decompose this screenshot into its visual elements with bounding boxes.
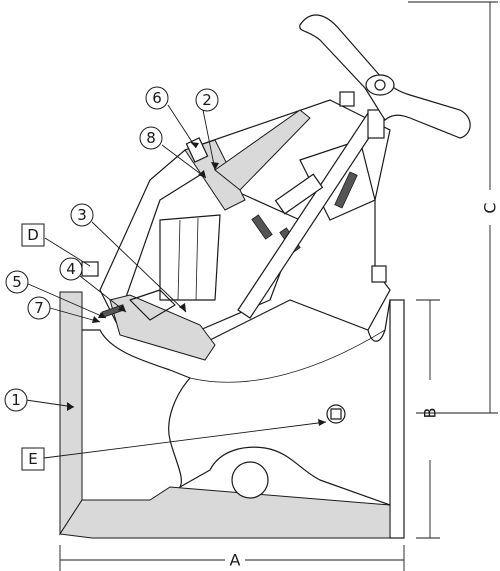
callout-8-label: 8 <box>146 129 156 147</box>
callout-1-label: 1 <box>11 391 21 409</box>
arrow-3 <box>179 303 186 312</box>
bolt-upper-left <box>185 137 209 163</box>
bolt-top <box>339 91 355 107</box>
callout-E: E <box>21 447 45 471</box>
left-flange <box>59 291 83 536</box>
handwheel-spoke-arms <box>299 14 471 139</box>
plug-e-square <box>330 408 342 420</box>
spring-line-2 <box>195 217 199 301</box>
spring-housing <box>159 214 221 301</box>
bonnet-upper-cut <box>214 109 311 191</box>
plug-e-circle <box>326 404 346 424</box>
dim-C-label: C <box>481 202 500 213</box>
spring-line-1 <box>177 219 181 301</box>
handwheel-hub-nut <box>374 79 386 91</box>
leader-8 <box>161 144 207 179</box>
leader-6 <box>167 104 197 149</box>
dim-A-label: A <box>230 551 241 570</box>
leader-7 <box>49 307 101 323</box>
right-flange <box>389 299 405 539</box>
callout-D-label: D <box>27 226 39 244</box>
callout-4-circle <box>59 257 83 281</box>
callout-D: D <box>21 223 45 247</box>
arrow-6 <box>190 142 199 148</box>
arrow-7 <box>92 316 100 323</box>
packing-2 <box>251 214 273 240</box>
callout-5: 5 <box>5 270 29 294</box>
callout-2-circle <box>195 88 219 112</box>
arrow-E <box>318 419 326 426</box>
callout-8-circle <box>139 126 163 150</box>
callout-1-circle <box>4 388 28 412</box>
callout-6: 6 <box>145 86 169 110</box>
arrow-4 <box>118 304 126 312</box>
body-inner-left-wall <box>81 329 191 488</box>
packing-1 <box>334 171 358 209</box>
dimension-B: B <box>416 299 440 539</box>
callout-3: 3 <box>70 203 94 227</box>
disc-piston <box>109 294 216 361</box>
leader-2 <box>202 109 216 171</box>
dimension-C: C <box>408 1 500 414</box>
callout-D-box <box>21 223 45 247</box>
stem-nut <box>274 173 324 215</box>
arrow-8 <box>198 170 206 178</box>
callout-5-label: 5 <box>12 273 22 291</box>
leader-lines <box>25 104 327 459</box>
callout-E-box <box>21 447 45 471</box>
callout-4-label: 4 <box>66 260 76 278</box>
bonnet-assembly <box>81 91 391 361</box>
valve-body <box>59 291 405 539</box>
callout-2-label: 2 <box>202 91 212 109</box>
callout-6-circle <box>145 86 169 110</box>
leader-D <box>44 237 91 267</box>
callout-2: 2 <box>195 88 219 112</box>
leader-1 <box>25 399 75 408</box>
handwheel <box>299 14 471 139</box>
callout-E-label: E <box>28 450 37 468</box>
leader-4 <box>79 275 127 313</box>
seat-arc <box>189 329 386 383</box>
callout-5-circle <box>5 270 29 294</box>
disc-guide <box>129 289 176 321</box>
arrow-2 <box>211 162 219 170</box>
handwheel-hub <box>365 74 395 96</box>
bottom-base <box>59 486 391 539</box>
body-port-circle <box>231 461 269 499</box>
callout-7-label: 7 <box>34 299 44 317</box>
callout-8: 8 <box>139 126 163 150</box>
leader-5 <box>25 282 107 319</box>
body-inner-floor <box>179 446 391 506</box>
callout-3-circle <box>70 203 94 227</box>
leader-E <box>43 421 327 459</box>
callout-7-circle <box>27 296 51 320</box>
bolt-right <box>371 265 387 283</box>
bolt-lower-left <box>81 261 99 277</box>
dimension-A: A <box>59 545 405 571</box>
arrow-5 <box>98 312 106 318</box>
callout-4: 4 <box>59 257 83 281</box>
yoke-block <box>367 109 385 139</box>
callout-1: 1 <box>4 388 28 412</box>
arrow-1 <box>67 402 74 411</box>
callout-6-label: 6 <box>152 89 162 107</box>
callout-7: 7 <box>27 296 51 320</box>
callout-3-label: 3 <box>77 206 87 224</box>
leader-3 <box>91 221 187 313</box>
